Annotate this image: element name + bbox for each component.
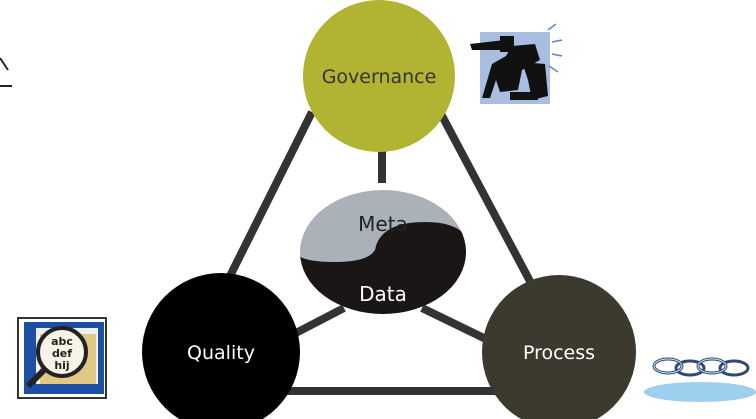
partial-character-glyph	[0, 57, 12, 87]
edge-governance-quality	[218, 110, 316, 294]
process-node: Process	[482, 275, 636, 419]
quality-node: Quality	[142, 273, 300, 419]
connector-process-center	[420, 304, 494, 346]
metadata-bottom-half	[300, 222, 466, 314]
svg-text:def: def	[52, 347, 72, 360]
metadata-yin-yang: Meta Data	[300, 190, 466, 314]
businessman-pointing-icon	[470, 23, 563, 104]
chain-links-icon	[644, 357, 756, 402]
magnifying-glass-letters-icon: abc def hij	[17, 317, 107, 399]
svg-text:abc: abc	[51, 335, 73, 348]
process-label: Process	[523, 342, 595, 364]
svg-text:hij: hij	[54, 359, 69, 372]
metadata-bottom-label: Data	[359, 282, 407, 306]
governance-node: Governance	[303, 0, 455, 152]
metadata-top-label: Meta	[358, 212, 408, 236]
quality-label: Quality	[187, 342, 255, 364]
triangle-edges	[218, 110, 544, 395]
edge-governance-process	[436, 110, 544, 302]
governance-label: Governance	[322, 66, 437, 88]
connector-quality-center	[290, 304, 346, 339]
